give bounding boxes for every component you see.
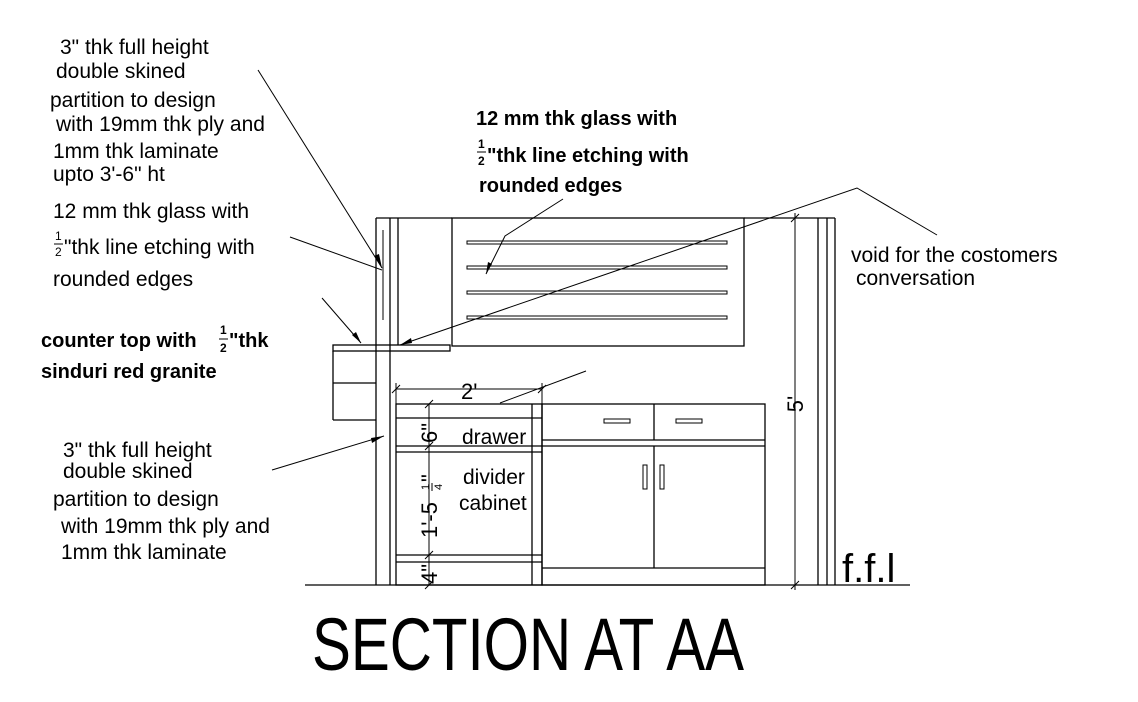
leader-lines — [257, 69, 938, 471]
dimension-1ft5-fraction-den: 4 — [433, 484, 445, 490]
svg-text:"thk line etching with: "thk line etching with — [64, 236, 255, 259]
svg-text:3" thk full height: 3" thk full height — [60, 36, 209, 59]
svg-text:counter top with: counter top with — [41, 330, 197, 352]
svg-text:"thk: "thk — [229, 330, 269, 352]
svg-text:partition to design: partition to design — [53, 488, 219, 511]
left-partition — [375, 217, 452, 585]
svg-text:partition to design: partition to design — [50, 89, 216, 112]
note-counter-top: counter top with 1 2 "thk sinduri red gr… — [41, 323, 269, 383]
glass-panel — [451, 217, 835, 347]
svg-text:double skined: double skined — [63, 460, 193, 483]
svg-text:sinduri red granite: sinduri red granite — [41, 361, 217, 383]
svg-text:rounded edges: rounded edges — [53, 268, 193, 291]
dimension-vertical-cabinet — [424, 399, 434, 590]
svg-text:upto 3'-6" ht: upto 3'-6" ht — [53, 163, 165, 186]
note-partition-bottom: 3" thk full height double skined partiti… — [53, 439, 270, 564]
note-void: void for the costomers conversation — [851, 244, 1058, 290]
svg-text:rounded edges: rounded edges — [479, 175, 622, 197]
svg-text:2: 2 — [220, 341, 227, 355]
svg-text:2: 2 — [55, 245, 62, 259]
svg-text:conversation: conversation — [856, 267, 975, 290]
svg-text:void for the costomers: void for the costomers — [851, 244, 1058, 267]
svg-text:1: 1 — [55, 229, 62, 243]
right-partition — [817, 218, 836, 585]
dimension-1ft5-fraction-num: 1 — [420, 484, 432, 490]
svg-text:with 19mm thk ply and: with 19mm thk ply and — [55, 113, 265, 136]
drawer-handle-right — [675, 418, 703, 424]
svg-text:with 19mm thk ply and: with 19mm thk ply and — [60, 515, 270, 538]
svg-text:2: 2 — [478, 154, 485, 168]
svg-text:12 mm thk glass with: 12 mm thk glass with — [476, 108, 677, 130]
counter-top — [332, 344, 451, 421]
note-glass-top: 12 mm thk glass with 1 2 "thk line etchi… — [476, 108, 689, 197]
label-cabinet: cabinet — [459, 492, 527, 515]
drawer-handle-left — [603, 418, 631, 424]
dimension-5ft — [790, 213, 800, 590]
dimension-6in-label: 6" — [417, 423, 442, 443]
svg-text:12 mm thk glass with: 12 mm thk glass with — [53, 200, 249, 223]
svg-text:3" thk full height: 3" thk full height — [63, 439, 212, 462]
dimension-5ft-label: 5' — [783, 396, 808, 412]
svg-text:"thk line etching with: "thk line etching with — [487, 145, 689, 167]
door-handle-left — [642, 464, 648, 490]
label-divider: divider — [463, 466, 525, 489]
note-partition-top: 3" thk full height double skined partiti… — [50, 36, 265, 186]
drawing-title: SECTION AT AA — [312, 603, 744, 686]
label-drawer: drawer — [462, 426, 526, 449]
svg-text:1: 1 — [478, 137, 485, 151]
svg-text:1mm thk laminate: 1mm thk laminate — [61, 541, 227, 564]
dimension-1ft5-label: 1'-5 — [417, 502, 442, 538]
door-handle-right — [659, 464, 665, 490]
label-ffl: f.f.l — [842, 547, 895, 591]
dimension-2ft-label: 2' — [461, 379, 477, 404]
note-glass-left: 12 mm thk glass with 1 2 "thk line etchi… — [53, 200, 255, 291]
svg-text:double skined: double skined — [56, 60, 186, 83]
svg-text:1: 1 — [220, 323, 227, 337]
svg-text:1mm thk laminate: 1mm thk laminate — [53, 140, 219, 163]
base-cabinet — [541, 403, 766, 586]
dimension-2ft — [391, 383, 547, 404]
dimension-4in-label: 4" — [417, 564, 442, 584]
dimension-1ft5-suffix: " — [417, 474, 442, 482]
